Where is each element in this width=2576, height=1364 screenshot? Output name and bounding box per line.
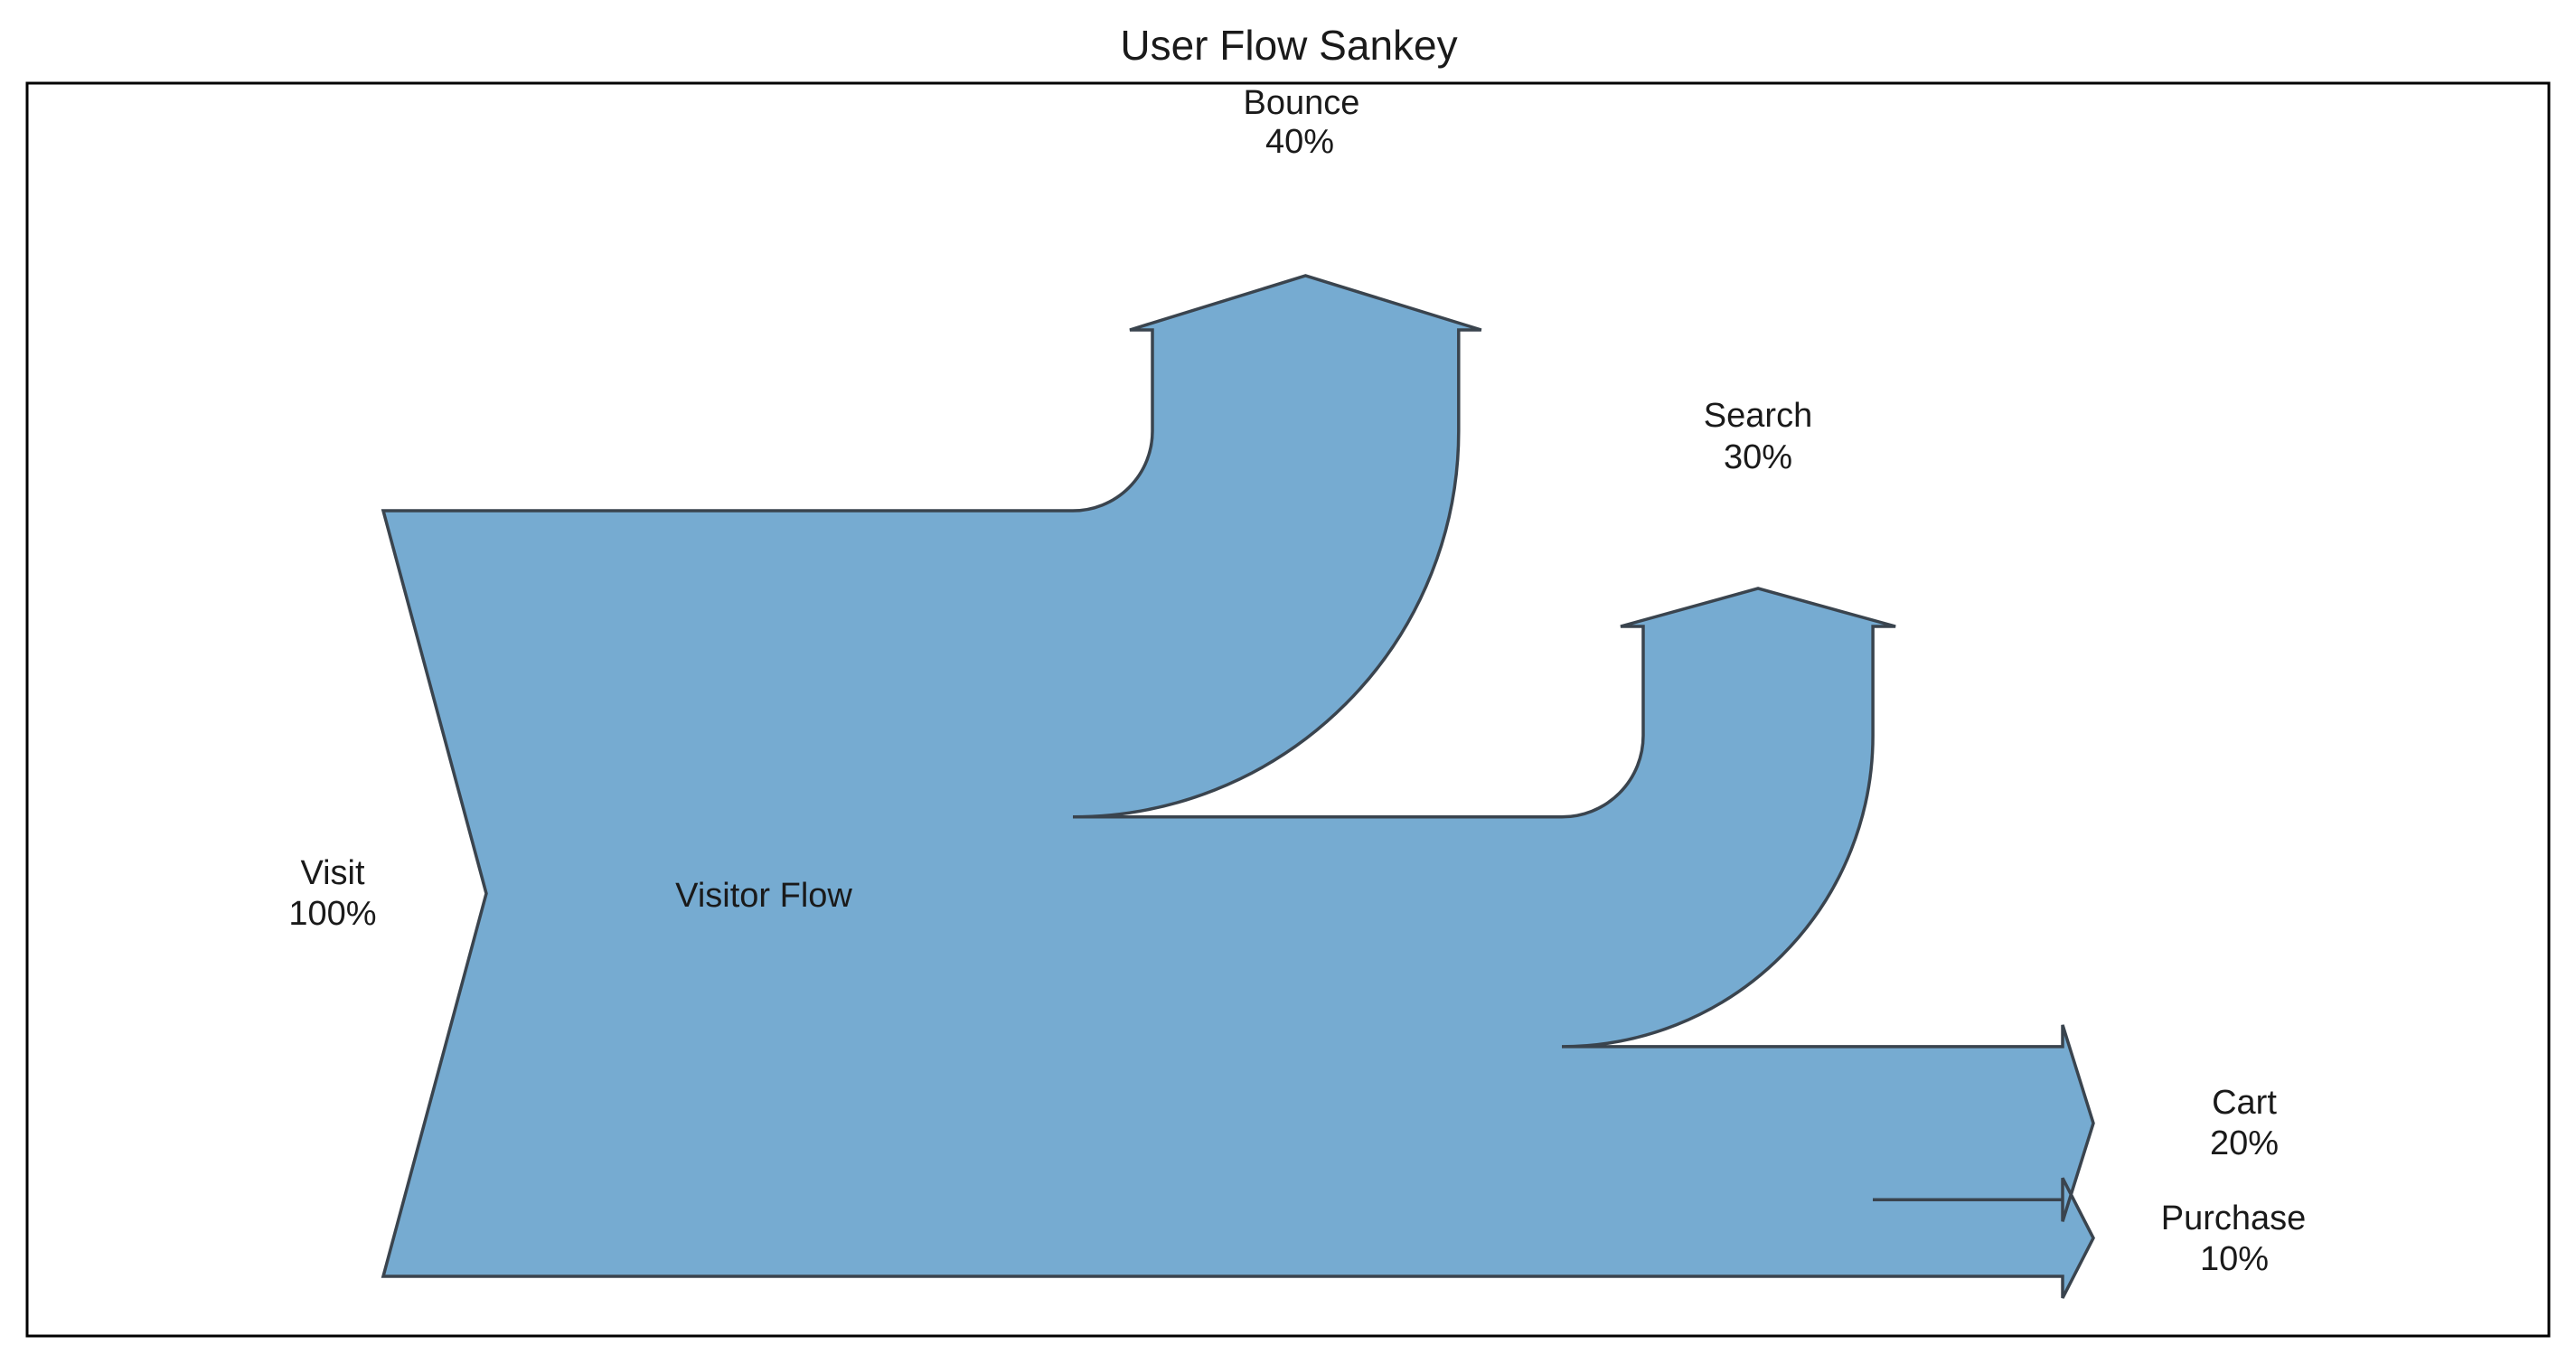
chart-title: User Flow Sankey xyxy=(1120,22,1457,69)
flow-value-visit: 100% xyxy=(288,895,376,933)
flow-label-purchase: Purchase xyxy=(2161,1199,2307,1237)
flow-value-bounce: 40% xyxy=(1265,123,1334,161)
flow-label-bounce: Bounce xyxy=(1244,84,1360,122)
flow-label-search: Search xyxy=(1704,397,1812,435)
trunk-label: Visitor Flow xyxy=(675,877,852,915)
sankey-flow-shape xyxy=(381,274,2095,1299)
flow-value-purchase: 10% xyxy=(2200,1240,2269,1278)
flow-label-cart: Cart xyxy=(2212,1084,2277,1122)
flow-value-cart: 20% xyxy=(2210,1124,2279,1162)
flow-value-search: 30% xyxy=(1724,438,1792,476)
flow-label-visit: Visit xyxy=(300,854,365,892)
